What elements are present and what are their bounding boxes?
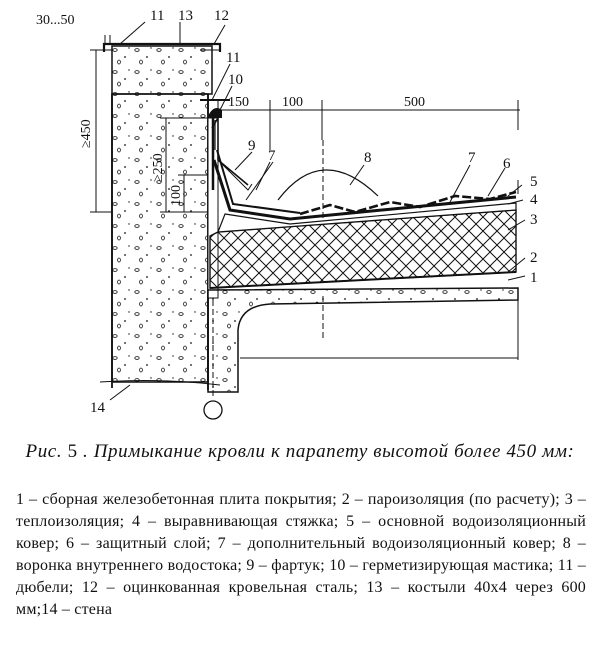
axis-marker (203, 400, 223, 420)
dim-150: 150 (228, 95, 249, 110)
label-3: 3 (530, 212, 538, 228)
leader-lines (109, 21, 526, 401)
roof-parapet-drawing: 11 13 12 11 10 9 7 8 7 6 5 4 3 2 1 14 30… (36, 8, 538, 420)
dim-250: ≥250 (151, 153, 166, 182)
label-6: 6 (503, 156, 511, 172)
wall (99, 93, 221, 390)
leveling-screed (217, 202, 517, 233)
label-11-top: 11 (150, 8, 164, 24)
dim-100-horizontal: 100 (282, 95, 303, 110)
caption-prefix: Рис. (25, 441, 63, 462)
dim-500: 500 (404, 95, 425, 110)
label-4: 4 (530, 192, 538, 208)
label-8: 8 (364, 150, 372, 166)
figure-caption: Рис. 5 . Примыкание кровли к парапету вы… (20, 440, 580, 464)
label-12: 12 (214, 8, 229, 24)
roof-slab (207, 287, 519, 393)
label-7-right: 7 (468, 150, 476, 166)
galvanized-steel-cap (102, 42, 222, 52)
dim-450: ≥450 (79, 119, 94, 148)
figure-legend: 1 – сборная железобетонная плита покрыти… (16, 491, 586, 618)
drain-funnel (277, 169, 379, 201)
caption-title: . Примыкание кровли к парапету высотой б… (83, 441, 575, 462)
label-7-left: 7 (268, 148, 276, 164)
protective-layer (299, 190, 517, 216)
label-10: 10 (228, 72, 243, 88)
label-1: 1 (530, 270, 538, 286)
main-waterproofing (212, 159, 517, 221)
label-11: 11 (226, 50, 240, 66)
caption-number: 5 (67, 441, 78, 462)
label-9: 9 (248, 138, 256, 154)
label-13: 13 (178, 8, 193, 24)
dim-30-50: 30...50 (36, 13, 75, 28)
additional-waterproofing (216, 149, 301, 214)
label-5: 5 (530, 174, 538, 190)
label-14: 14 (90, 400, 106, 416)
parapet-cap (111, 45, 213, 95)
dimension-lines (90, 49, 520, 213)
dim-100-vertical: 100 (169, 185, 184, 206)
label-2: 2 (530, 250, 538, 266)
